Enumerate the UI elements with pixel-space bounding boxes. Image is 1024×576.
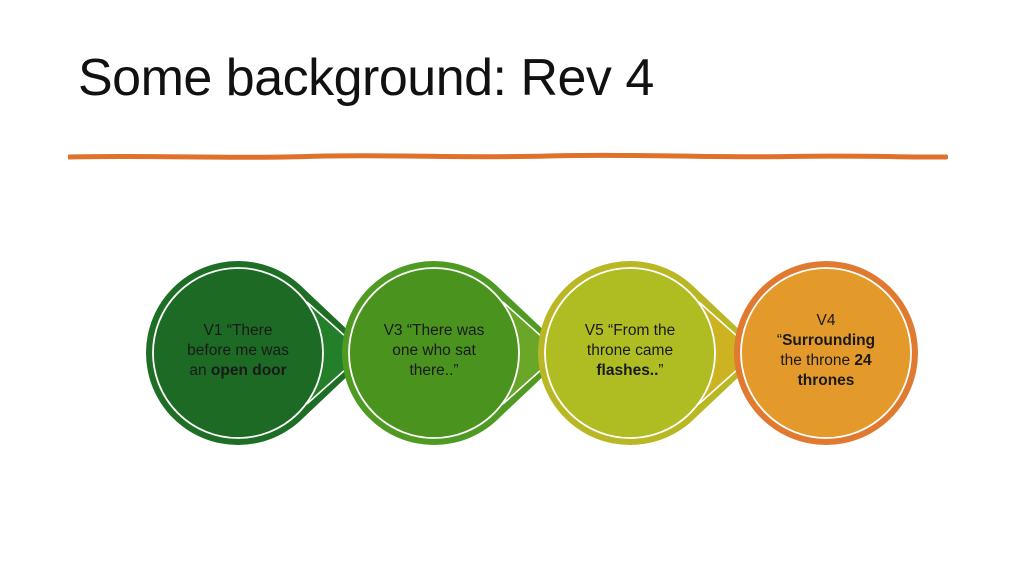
- process-step-v5: [538, 261, 764, 445]
- process-step-text-v4: V4 “Surrounding the throne 24 thrones: [754, 311, 898, 391]
- text-fragment: V3 “There was: [383, 322, 485, 339]
- text-fragment: open door: [210, 362, 287, 379]
- process-step-v4: [734, 261, 918, 445]
- text-fragment: ”: [658, 362, 664, 379]
- text-fragment: “: [776, 332, 783, 349]
- text-fragment: V4: [816, 312, 836, 329]
- inner-circle: [740, 267, 912, 439]
- process-step-text-v5: V5 “From the throne came flashes..”: [558, 321, 702, 381]
- process-step-v1: [146, 261, 372, 445]
- text-fragment: the throne: [780, 352, 855, 369]
- text-fragment: 24: [854, 352, 872, 369]
- slide-title: Some background: Rev 4: [78, 49, 654, 107]
- title-divider-line: [68, 152, 948, 160]
- text-fragment: one who sat: [392, 342, 476, 359]
- text-fragment: thrones: [797, 372, 855, 389]
- text-fragment: an: [189, 362, 211, 379]
- text-fragment: Surrounding: [782, 332, 876, 349]
- inner-circle: [544, 267, 716, 439]
- text-fragment: throne came: [586, 342, 674, 359]
- process-step-text-v1: V1 “There before me was an open door: [166, 321, 310, 381]
- inner-circle: [348, 267, 520, 439]
- text-fragment: V5 “From the: [584, 322, 676, 339]
- process-step-v3: [342, 261, 568, 445]
- text-fragment: flashes..: [596, 362, 659, 379]
- text-fragment: before me was: [187, 342, 289, 359]
- text-fragment: V1 “There: [203, 322, 273, 339]
- inner-circle: [152, 267, 324, 439]
- text-fragment: there..”: [409, 362, 459, 379]
- process-step-text-v3: V3 “There was one who sat there..”: [362, 321, 506, 381]
